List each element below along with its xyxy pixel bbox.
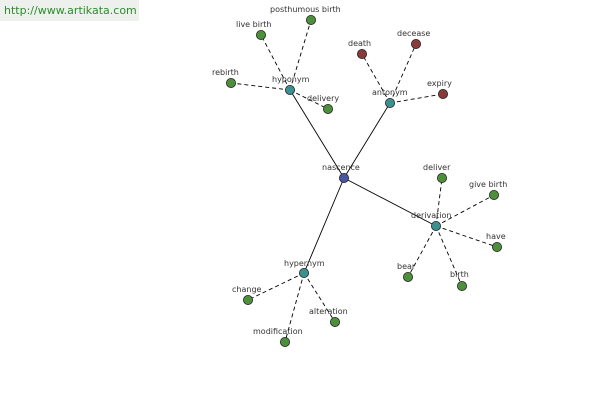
label-antonym[interactable]: antonym [372,88,408,97]
label-decease[interactable]: decease [397,29,430,38]
edge-center-to-derivation [343,177,437,227]
node-change[interactable] [242,294,253,305]
label-deliver[interactable]: deliver [423,163,451,172]
node-alteration[interactable] [329,316,340,327]
node-modification[interactable] [279,336,290,347]
node-expiry[interactable] [437,89,448,100]
label-alteration[interactable]: alteration [309,307,348,316]
edge-derivation-to-birth [435,225,463,287]
label-posthumous-birth[interactable]: posthumous birth [270,5,341,14]
node-birth[interactable] [456,280,467,291]
edge-center-to-hyponym [289,89,345,179]
node-center[interactable] [338,172,349,183]
node-live-birth[interactable] [255,29,266,40]
label-delivery[interactable]: delivery [307,94,339,103]
label-center[interactable]: nascence [322,163,360,172]
label-bear[interactable]: bear [397,262,416,271]
node-have[interactable] [491,241,502,252]
edge-antonym-to-decease [389,43,417,104]
label-live-birth[interactable]: live birth [236,20,271,29]
label-hypernym[interactable]: hypernym [284,259,325,268]
node-deliver[interactable] [436,172,447,183]
label-expiry[interactable]: expiry [427,79,452,88]
label-death[interactable]: death [348,39,371,48]
node-delivery[interactable] [322,104,333,115]
edge-derivation-to-give-birth [435,194,495,227]
node-hyponym[interactable] [284,85,295,96]
node-derivation[interactable] [430,220,441,231]
label-give-birth[interactable]: give birth [469,180,507,189]
edge-derivation-to-deliver [435,177,443,227]
node-posthumous-birth[interactable] [305,14,316,25]
edge-hypernym-to-alteration [303,272,336,323]
edge-hypernym-to-modification [284,272,305,343]
edge-antonym-to-death [361,53,391,104]
node-bear[interactable] [402,271,413,282]
label-birth[interactable]: birth [450,270,469,279]
label-hyponym[interactable]: hyponym [272,75,310,84]
node-death[interactable] [356,49,367,60]
label-have[interactable]: have [486,232,506,241]
label-change[interactable]: change [232,285,262,294]
node-antonym[interactable] [384,98,395,109]
label-modification[interactable]: modification [253,327,303,336]
node-give-birth[interactable] [488,189,499,200]
edge-hyponym-to-delivery [289,89,329,110]
edges-layer [230,19,498,343]
edge-hyponym-to-posthumous-birth [289,19,312,91]
edge-derivation-to-bear [407,225,437,278]
node-decease[interactable] [410,39,421,50]
edge-hypernym-to-change [247,272,305,301]
node-rebirth[interactable] [225,78,236,89]
label-derivation[interactable]: derivation [411,211,451,220]
edge-hyponym-to-rebirth [230,82,291,91]
labels-layer: posthumous birth live birth rebirth deliver… [212,5,507,336]
edge-antonym-to-expiry [389,93,444,104]
edge-derivation-to-have [435,225,498,248]
source-url-label[interactable]: http://www.artikata.com [0,0,139,21]
label-rebirth[interactable]: rebirth [212,68,239,77]
nodes-layer [225,14,502,347]
edge-hyponym-to-live-birth [260,34,291,91]
edge-center-to-antonym [343,102,391,179]
edge-center-to-hypernym [303,177,345,274]
node-hypernym[interactable] [298,267,309,278]
